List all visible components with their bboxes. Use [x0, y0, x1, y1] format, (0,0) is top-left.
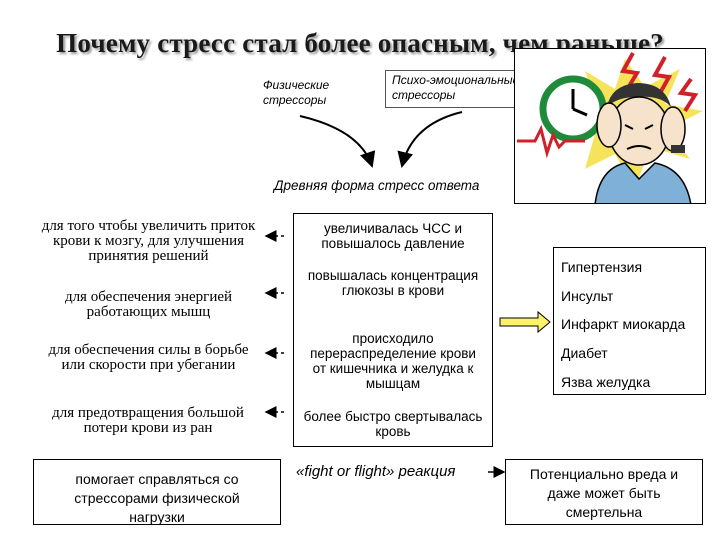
response-item: происходило перераспределение крови от к…: [310, 331, 476, 391]
bottom-right-box: Потенциально вреда и даже может быть сме…: [505, 459, 703, 525]
response-item: более быстро свертывалась кровь: [303, 409, 483, 439]
disease-item: Гипертензия: [561, 259, 643, 275]
curve-arrow-psycho: [397, 111, 463, 168]
fight-or-flight-label: «fight or flight» реакция: [296, 463, 456, 480]
purpose-item: для предотвращения большой потери крови …: [52, 405, 244, 436]
yellow-block-arrow: [499, 310, 551, 334]
bottom-right-text: Потенциально вреда и даже может быть сме…: [529, 466, 679, 520]
stressed-man-illustration: [514, 48, 706, 204]
stressed-man-clock-illustration-icon: [517, 52, 703, 203]
response-item: увеличивалась ЧСС и повышалось давление: [321, 221, 465, 251]
ancient-form-label: Древняя форма стресс ответа: [274, 178, 480, 193]
disease-item: Диабет: [561, 345, 608, 361]
disease-item: Язва желудка: [561, 374, 651, 390]
psycho-stressors-label: Психо-эмоциональные стрессоры: [392, 73, 520, 102]
bottom-left-text: помогает справляться со стрессорами физи…: [74, 471, 240, 525]
disease-item: Инфаркт миокарда: [561, 316, 686, 332]
disease-item: Инсульт: [561, 288, 614, 304]
response-item: повышалась концентрация глюкозы в крови: [307, 268, 479, 298]
responses-box: [293, 213, 493, 447]
purpose-item: для того чтобы увеличить приток крови к …: [41, 218, 256, 264]
purpose-item: для обеспечения энергией работающих мышц: [64, 289, 233, 320]
diseases-box: [553, 247, 706, 395]
bottom-left-box: помогает справляться со стрессорами физи…: [33, 459, 281, 525]
curve-arrow-physical: [299, 115, 376, 168]
physical-stressors-label: Физические стрессоры: [263, 78, 330, 107]
purpose-item: для обеспечения силы в борьбе или скорос…: [48, 342, 249, 373]
